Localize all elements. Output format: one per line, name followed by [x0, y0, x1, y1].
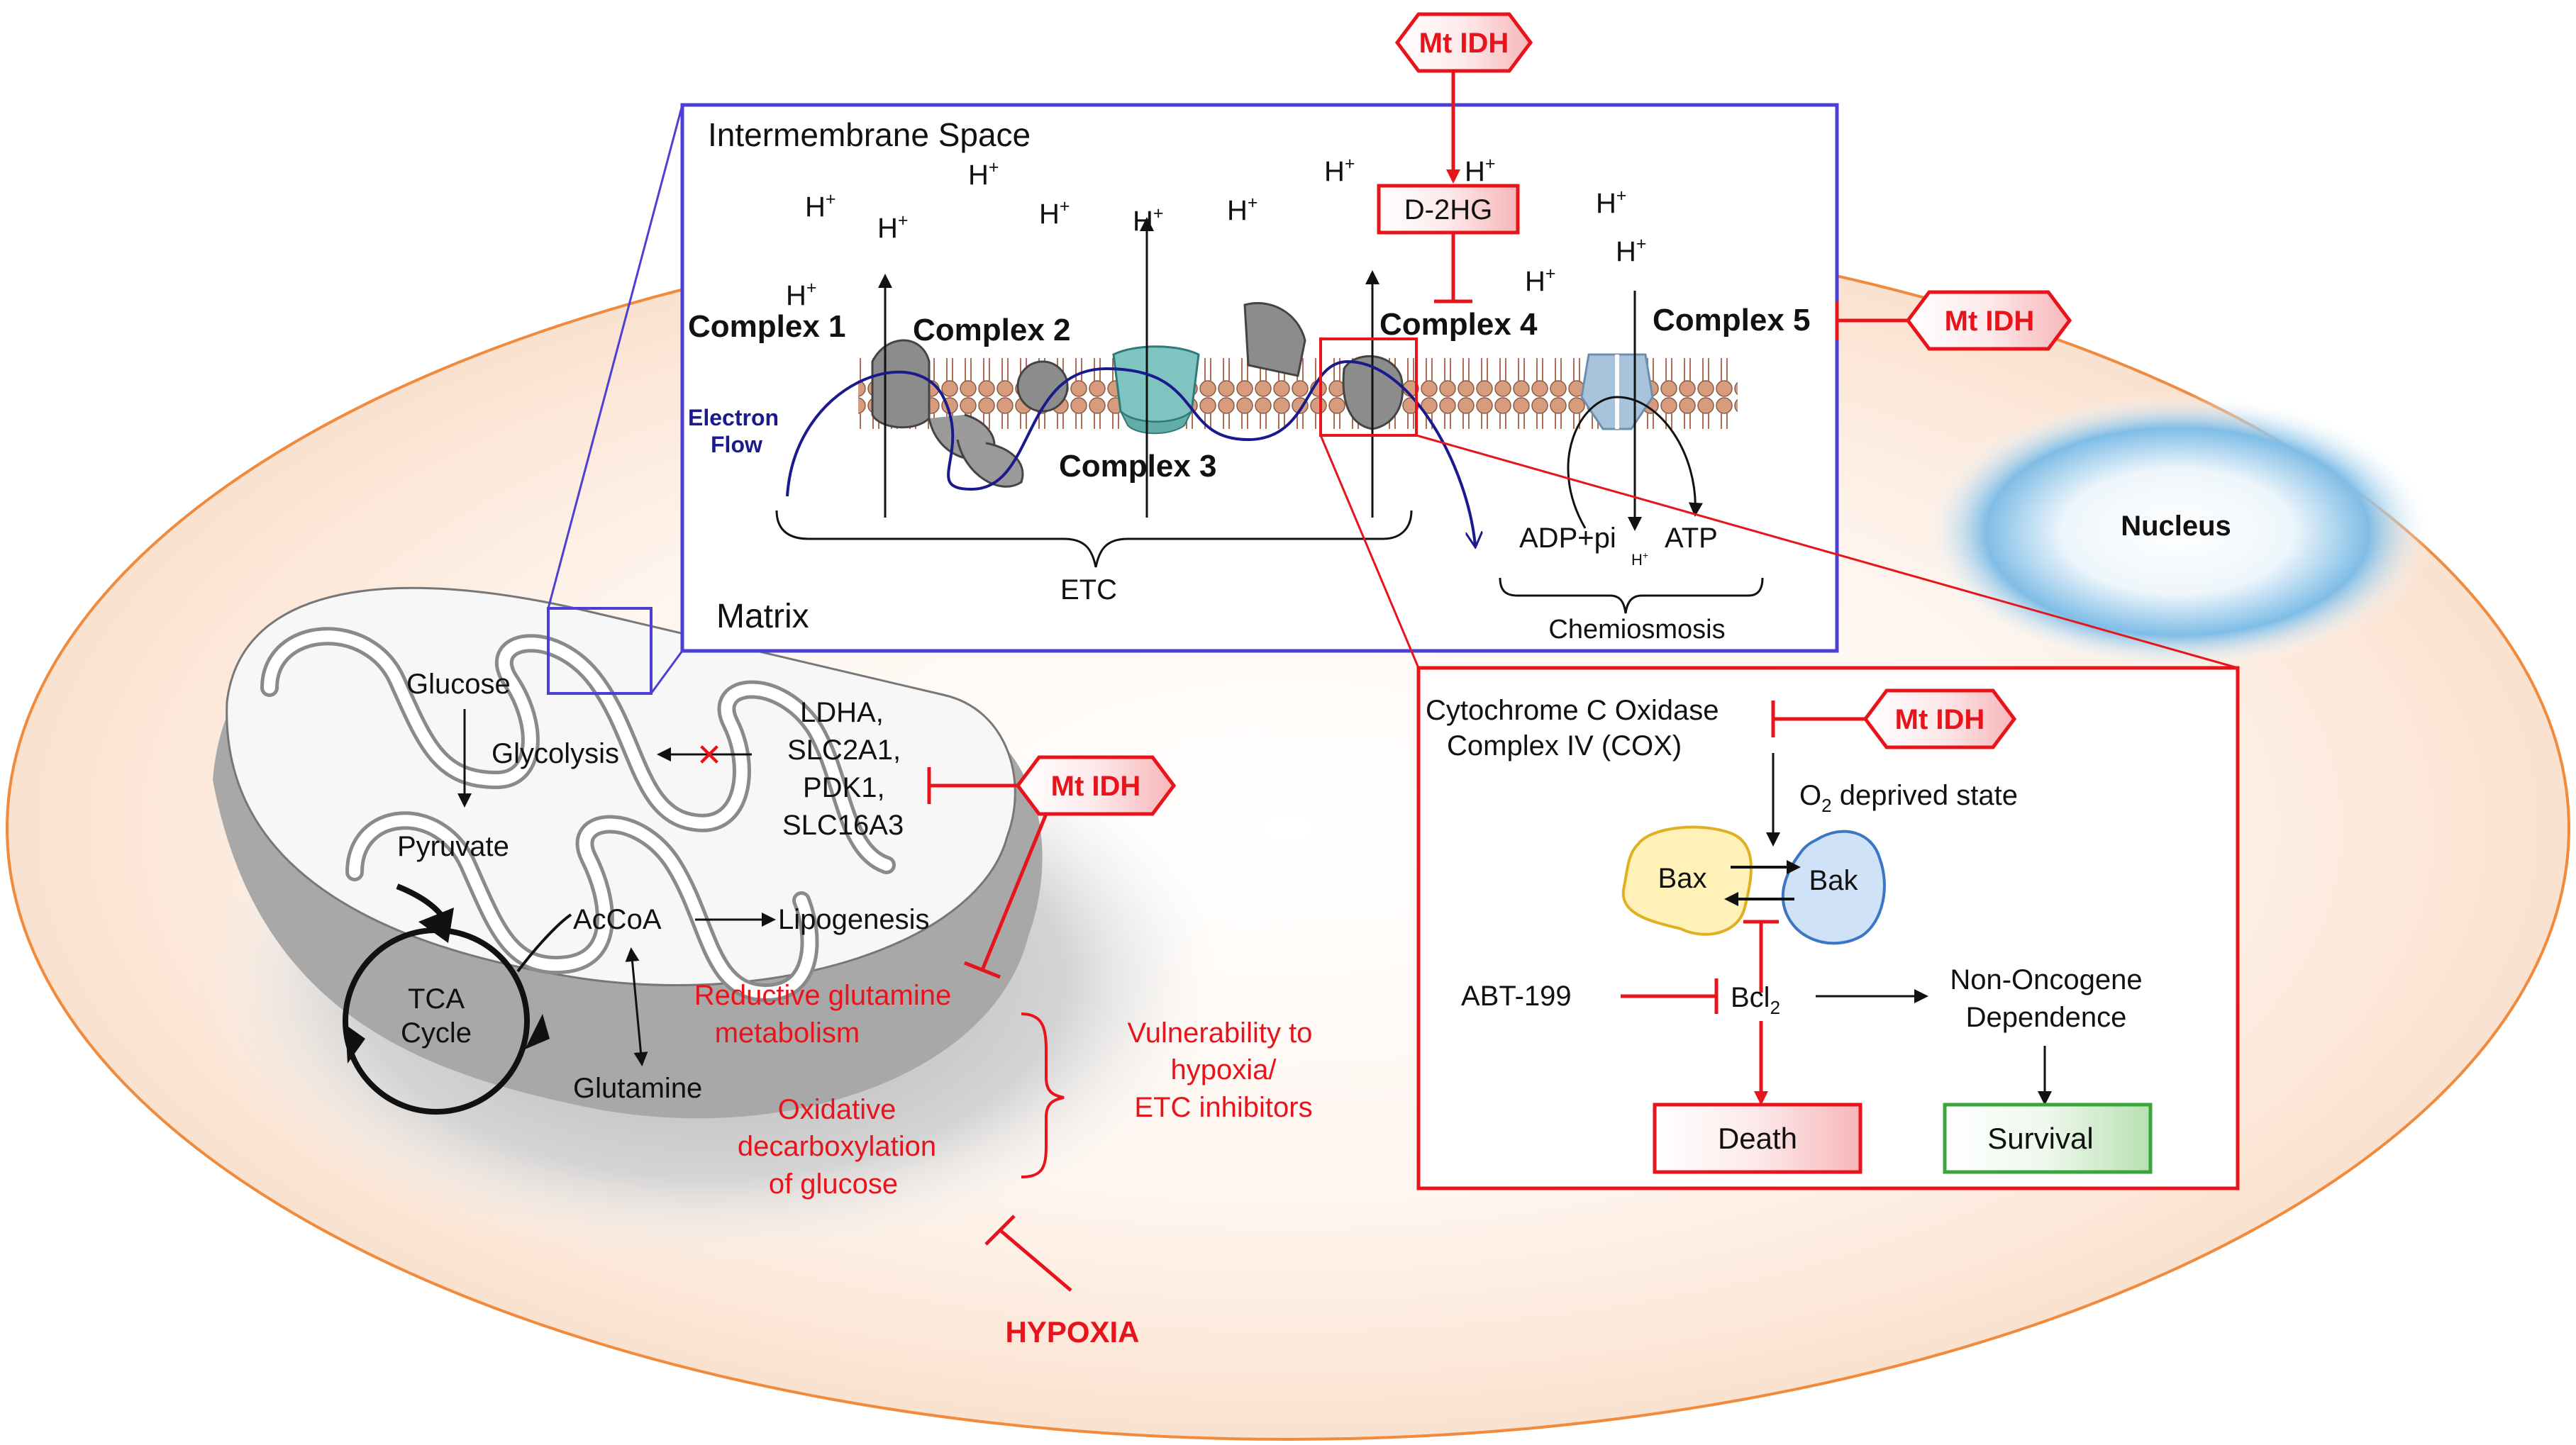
oxidative-label-2: decarboxylation	[738, 1131, 936, 1162]
protons: H+ H+ H+ H+ H+ H+ H+ H+ H+ H+ H+ H+ H+	[786, 154, 1648, 569]
proton-label: H+	[786, 278, 817, 311]
cox-label-2: Complex IV (COX)	[1447, 730, 1682, 761]
bak-label: Bak	[1809, 865, 1859, 896]
proton-label: H+	[805, 189, 836, 223]
hypoxia-label: HYPOXIA	[1005, 1315, 1139, 1349]
death-label: Death	[1718, 1122, 1797, 1155]
vulnerability-label-3: ETC inhibitors	[1134, 1092, 1312, 1123]
nucleus-label: Nucleus	[2121, 511, 2231, 542]
electron-flow-label-1: Electron	[688, 405, 779, 430]
svg-text:Mt IDH: Mt IDH	[1051, 771, 1141, 802]
intermembrane-space-label: Intermembrane Space	[708, 116, 1031, 153]
proton-label: H+	[1525, 264, 1556, 297]
acoa-label: AcCoA	[573, 904, 662, 935]
slc2a1-label: SLC2A1,	[787, 735, 901, 766]
etc-label: ETC	[1060, 574, 1117, 606]
d2hg-label: D-2HG	[1404, 194, 1492, 225]
complex4-label: Complex 4	[1379, 307, 1538, 342]
proton-label: H+	[1465, 154, 1496, 187]
complex1-label: Complex 1	[688, 309, 846, 344]
oxidative-label-1: Oxidative	[778, 1094, 896, 1125]
d2hg-box	[1377, 184, 1520, 235]
complex2-label: Complex 2	[913, 313, 1071, 347]
slc16a3-label: SLC16A3	[782, 810, 904, 841]
complex2-protein	[928, 360, 1069, 488]
proton-label: H+	[877, 211, 909, 244]
glucose-label: Glucose	[406, 669, 511, 700]
mt-idh-complex5: Mt IDH	[1905, 290, 2072, 351]
atp-label: ATP	[1665, 523, 1718, 554]
matrix-label: Matrix	[716, 598, 809, 635]
zoom-source-box	[547, 607, 653, 695]
svg-text:Mt IDH: Mt IDH	[1895, 704, 1985, 735]
pdk1-label: PDK1,	[803, 772, 885, 803]
complex1-protein	[871, 339, 931, 429]
tca-label-2: Cycle	[401, 1017, 472, 1049]
mt-idh-metabolism: Mt IDH	[1015, 755, 1177, 816]
reductive-label-2: metabolism	[715, 1017, 860, 1049]
bcl2-label: Bcl2	[1731, 982, 1780, 1018]
o2-deprived-label: O2 deprived state	[1799, 780, 2018, 816]
blocked-x-icon: ✕	[696, 738, 723, 773]
vulnerability-label-1: Vulnerability to	[1128, 1017, 1313, 1049]
proton-label: H+	[1039, 196, 1070, 230]
complex5-label: Complex 5	[1653, 303, 1811, 337]
proton-label: H+	[1596, 186, 1627, 219]
svg-text:Mt IDH: Mt IDH	[1945, 306, 2035, 337]
vulnerability-label-2: hypoxia/	[1171, 1054, 1277, 1086]
ldha-label: LDHA,	[800, 697, 884, 728]
chemiosmosis-brace	[1499, 577, 1764, 614]
chemiosmosis-label: Chemiosmosis	[1548, 615, 1725, 645]
complex4-zoom-box	[1319, 337, 1418, 437]
reductive-label-1: Reductive glutamine	[694, 980, 951, 1011]
survival-label: Survival	[1987, 1122, 2093, 1155]
glycolysis-label: Glycolysis	[492, 738, 619, 769]
proton-label: H+	[968, 157, 999, 191]
proton-label: H+	[1324, 154, 1355, 187]
death-box	[1653, 1103, 1862, 1174]
adp-pi-label: ADP+pi	[1519, 523, 1616, 554]
svg-text:Mt IDH: Mt IDH	[1419, 28, 1509, 59]
etc-brace	[775, 510, 1413, 568]
proton-label: H+	[1616, 234, 1647, 267]
non-oncogene-label-1: Non-Oncogene	[1950, 964, 2142, 995]
cox-label-1: Cytochrome C Oxidase	[1426, 695, 1719, 726]
bax-label: Bax	[1658, 863, 1707, 894]
nucleus-shape	[1922, 394, 2433, 670]
electron-flow-label-2: Flow	[711, 432, 762, 457]
mt-idh-cox: Mt IDH	[1862, 688, 2017, 749]
survival-box	[1943, 1103, 2153, 1174]
glutamine-label: Glutamine	[573, 1073, 702, 1104]
vulnerability-brace	[1021, 1012, 1065, 1178]
proton-label: H+	[1631, 549, 1648, 569]
oxidative-label-3: of glucose	[769, 1168, 898, 1200]
proton-label: H+	[1133, 203, 1164, 237]
pyruvate-label: Pyruvate	[397, 831, 509, 862]
tca-label-1: TCA	[408, 983, 465, 1015]
mt-idh-top: Mt IDH	[1394, 12, 1533, 73]
non-oncogene-label-2: Dependence	[1966, 1002, 2127, 1033]
complex3-label: Complex 3	[1059, 449, 1217, 484]
abt199-label: ABT-199	[1461, 981, 1572, 1012]
complex3-protein	[1112, 345, 1200, 435]
mitochondrion	[199, 586, 1220, 1262]
lipogenesis-label: Lipogenesis	[778, 904, 930, 935]
proton-label: H+	[1227, 193, 1258, 226]
complex3b-protein	[1243, 301, 1306, 377]
bax-blob	[1621, 825, 1753, 936]
electron-flow-path	[786, 359, 1475, 546]
